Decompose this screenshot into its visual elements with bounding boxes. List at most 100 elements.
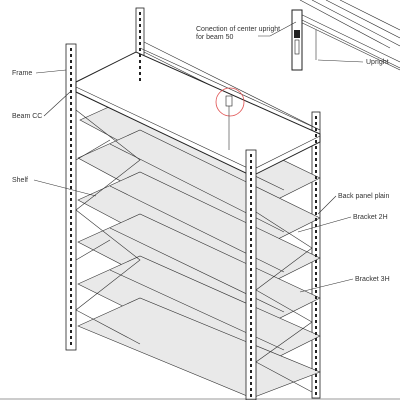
upright-perforation	[315, 356, 317, 359]
upright-perforation	[250, 244, 252, 247]
upright-perforation	[315, 242, 317, 245]
upright-perforation	[250, 154, 252, 157]
upright-perforation	[70, 180, 72, 183]
upright-perforation	[315, 338, 317, 341]
upright-perforation	[70, 294, 72, 297]
upright-perforation	[70, 270, 72, 273]
upright-perforation	[250, 172, 252, 175]
upright-perforation	[70, 204, 72, 207]
upright-perforation	[250, 370, 252, 373]
callout-text-line2: for beam 50	[196, 34, 233, 41]
upright-perforation	[315, 320, 317, 323]
upright-perforation	[70, 150, 72, 153]
leader-bracket-2h	[297, 216, 352, 233]
upright-perforation	[70, 216, 72, 219]
upright-perforation	[250, 346, 252, 349]
upright-perforation	[250, 322, 252, 325]
label-bracket-2h: Bracket 2H	[353, 214, 388, 221]
upright-perforation	[250, 190, 252, 193]
upright-perforation	[250, 286, 252, 289]
label-bracket-3h: Bracket 3H	[355, 276, 390, 283]
upright-perforation	[139, 24, 141, 27]
upright-perforation	[250, 388, 252, 391]
upright-perforation	[315, 206, 317, 209]
upright-perforation	[70, 138, 72, 141]
upright-perforation	[315, 116, 317, 119]
upright-perforation	[315, 224, 317, 227]
upright-perforation	[70, 60, 72, 63]
upright-perforation	[315, 332, 317, 335]
upright-perforation	[250, 196, 252, 199]
upright-perforation	[70, 90, 72, 93]
upright-perforation	[250, 364, 252, 367]
inset-detail	[291, 0, 400, 71]
connection-highlight-circle	[215, 87, 245, 117]
upright-perforation	[250, 274, 252, 277]
upright-perforation	[250, 280, 252, 283]
upright-perforation	[139, 42, 141, 45]
leader-bracket-3h	[299, 278, 354, 293]
upright-perforation	[70, 156, 72, 159]
upright-perforation	[70, 54, 72, 57]
callout-text-line1: Conection of center upright	[196, 26, 280, 33]
upright-perforation	[139, 36, 141, 39]
center-connector	[225, 95, 233, 107]
upright-perforation	[70, 222, 72, 225]
upright-perforation	[250, 310, 252, 313]
upright-perforation	[315, 236, 317, 239]
upright-perforation	[315, 272, 317, 275]
upright-perforation	[315, 188, 317, 191]
upright-perforation	[250, 292, 252, 295]
upright-perforation	[70, 198, 72, 201]
upright-perforation	[315, 122, 317, 125]
upright-perforation	[315, 302, 317, 305]
upright-perforation	[70, 258, 72, 261]
upright-perforation	[70, 288, 72, 291]
upright-perforation	[70, 102, 72, 105]
upright-perforation	[250, 316, 252, 319]
upright-perforation	[315, 386, 317, 389]
upright-perforation	[250, 340, 252, 343]
leader-frame	[35, 69, 67, 74]
upright-perforation	[70, 312, 72, 315]
upright-perforation	[70, 306, 72, 309]
upright-perforation	[70, 66, 72, 69]
upright-perforation	[315, 284, 317, 287]
upright-perforation	[250, 262, 252, 265]
upright-perforation	[70, 336, 72, 339]
upright-perforation	[250, 232, 252, 235]
upright-perforation	[70, 144, 72, 147]
label-frame: Frame	[12, 70, 32, 77]
label-back-panel: Back panel plain	[338, 193, 389, 200]
upright-perforation	[250, 238, 252, 241]
upright-perforation	[315, 308, 317, 311]
shelves	[77, 91, 321, 399]
upright-perforation	[139, 18, 141, 21]
upright-perforation	[315, 146, 317, 149]
upright-perforation	[250, 250, 252, 253]
upright-perforation	[315, 194, 317, 197]
upright-perforation	[315, 158, 317, 161]
upright-perforation	[70, 186, 72, 189]
upright-perforation	[315, 152, 317, 155]
upright-perforation	[70, 252, 72, 255]
upright-perforation	[70, 300, 72, 303]
upright-perforation	[250, 214, 252, 217]
top-beams	[75, 47, 321, 177]
shelf-6	[77, 297, 321, 399]
upright-perforation	[70, 72, 72, 75]
upright-perforation	[70, 192, 72, 195]
upright-perforation	[315, 296, 317, 299]
upright-perforation	[70, 84, 72, 87]
upright-perforation	[70, 318, 72, 321]
upright-perforation	[139, 30, 141, 33]
label-beam-cc: Beam CC	[12, 113, 42, 120]
leader-beam-cc	[43, 91, 71, 117]
upright-perforation	[250, 328, 252, 331]
upright-perforation	[315, 134, 317, 137]
upright-perforation	[315, 278, 317, 281]
upright-perforation	[250, 184, 252, 187]
upright-perforation	[70, 324, 72, 327]
upright-perforation	[315, 248, 317, 251]
